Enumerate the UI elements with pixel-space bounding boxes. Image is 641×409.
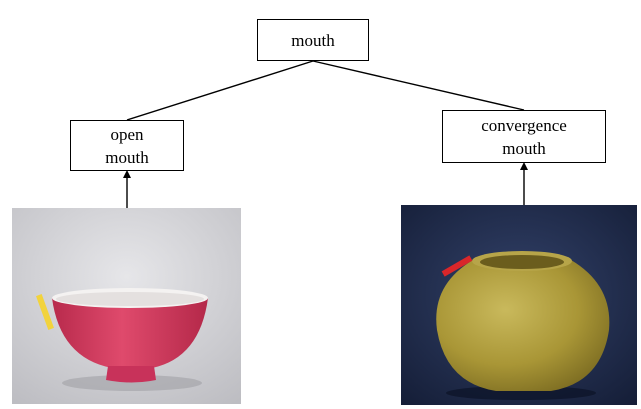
olive-jar-photo xyxy=(401,205,637,405)
root-to-open-line xyxy=(126,60,314,121)
convergence-mouth-node: convergence mouth xyxy=(442,110,606,163)
root-node-mouth: mouth xyxy=(257,19,369,61)
open-mouth-node: open mouth xyxy=(70,120,184,171)
root-to-convergence-line xyxy=(312,60,525,111)
red-bowl-photo xyxy=(12,208,241,404)
